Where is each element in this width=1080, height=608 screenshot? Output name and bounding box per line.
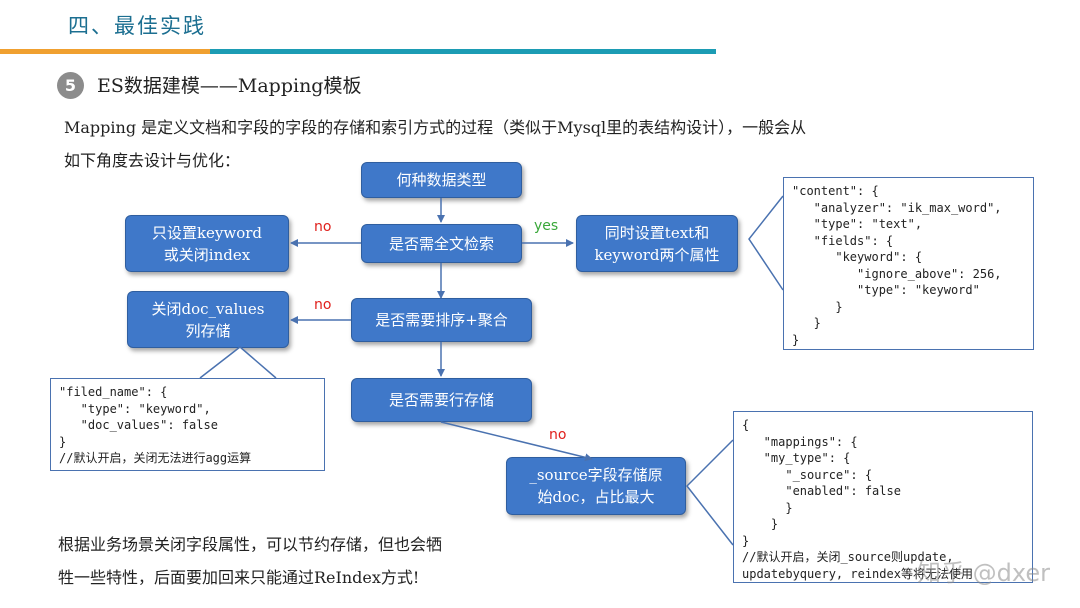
flow-box-store-question: 是否需要行存储	[351, 378, 532, 422]
callout-pointer-content	[748, 195, 784, 291]
section-title: ES数据建模——Mapping模板	[97, 75, 362, 97]
callout-pointer-filed	[199, 346, 277, 379]
flow-box-data-type: 何种数据类型	[361, 162, 522, 198]
flow-box-text-and-keyword: 同时设置text和 keyword两个属性	[576, 215, 738, 272]
flow-box-close-doc-values: 关闭doc_values 列存储	[127, 291, 289, 348]
label-yes-fulltext: yes	[534, 218, 559, 234]
code-content-mapping: "content": { "analyzer": "ik_max_word", …	[783, 177, 1034, 350]
header-title: 四、最佳实践	[68, 14, 206, 38]
code-filed-mapping: "filed_name": { "type": "keyword", "doc_…	[50, 378, 325, 471]
label-no-fulltext: no	[314, 219, 332, 235]
arrow-store-to-source	[440, 421, 593, 462]
header-bar-orange	[0, 49, 210, 54]
label-no-sort-agg: no	[314, 297, 332, 313]
callout-pointer-source	[686, 439, 734, 546]
footnote-line-1: 根据业务场景关闭字段属性，可以节约存储，但也会牺	[58, 535, 443, 554]
section-number-badge: 5	[57, 72, 84, 99]
flow-box-keyword-only: 只设置keyword 或关闭index	[125, 215, 289, 272]
intro-line-2: 如下角度去设计与优化：	[64, 151, 241, 170]
label-no-store: no	[549, 427, 567, 443]
flow-box-sort-agg-question: 是否需要排序+聚合	[351, 298, 532, 342]
code-source-mapping: { "mappings": { "my_type": { "_source": …	[733, 411, 1033, 583]
zhihu-watermark: 知乎 @dxer	[917, 559, 1050, 587]
footnote-line-2: 牲一些特性，后面要加回来只能通过ReIndex方式!	[58, 568, 420, 587]
intro-line-1: Mapping 是定义文档和字段的字段的存储和索引方式的过程（类似于Mysql里…	[64, 118, 807, 137]
header-bar-teal	[210, 49, 716, 54]
flow-box-fulltext-question: 是否需全文检索	[361, 224, 522, 263]
flow-box-source-store: _source字段存储原 始doc，占比最大	[506, 457, 686, 515]
